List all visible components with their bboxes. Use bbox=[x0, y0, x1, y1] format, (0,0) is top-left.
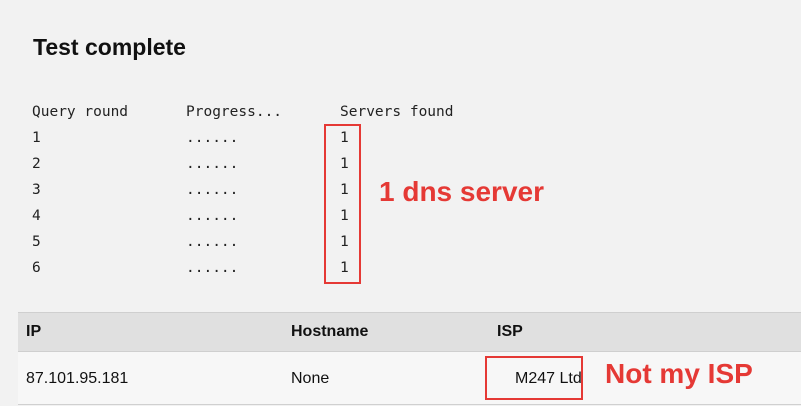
progress-cell: ...... bbox=[186, 208, 239, 224]
query-round-cell: 6 bbox=[32, 260, 41, 276]
progress-cell: ...... bbox=[186, 234, 239, 250]
query-round-cell: 5 bbox=[32, 234, 41, 250]
servers-found-cell: 1 bbox=[340, 234, 349, 250]
servers-found-header: Servers found bbox=[340, 104, 454, 120]
servers-found-cell: 1 bbox=[340, 182, 349, 198]
isp-cell: M247 Ltd bbox=[515, 370, 582, 387]
progress-cell: ...... bbox=[186, 156, 239, 172]
isp-annotation: Not my ISP bbox=[605, 358, 753, 389]
hostname-cell: None bbox=[291, 370, 330, 387]
query-round-cell: 3 bbox=[32, 182, 41, 198]
page-title: Test complete bbox=[33, 34, 186, 60]
servers-found-cell: 1 bbox=[340, 130, 349, 146]
progress-header: Progress... bbox=[186, 104, 283, 120]
servers-found-cell: 1 bbox=[340, 260, 349, 276]
query-round-header: Query round bbox=[32, 104, 129, 120]
ip-cell: 87.101.95.181 bbox=[26, 370, 129, 387]
servers-found-cell: 1 bbox=[340, 208, 349, 224]
progress-cell: ...... bbox=[186, 182, 239, 198]
query-round-cell: 1 bbox=[32, 130, 41, 146]
results-table-header: IP Hostname ISP bbox=[18, 312, 801, 352]
results-table: IP Hostname ISP 87.101.95.181 None M247 … bbox=[18, 312, 801, 405]
table-row: 87.101.95.181 None M247 Ltd bbox=[18, 352, 801, 405]
query-round-cell: 4 bbox=[32, 208, 41, 224]
isp-column-header: ISP bbox=[497, 323, 523, 340]
progress-cell: ...... bbox=[186, 260, 239, 276]
progress-cell: ...... bbox=[186, 130, 239, 146]
isp-highlight-box bbox=[485, 356, 583, 400]
dns-server-annotation: 1 dns server bbox=[379, 176, 544, 207]
ip-column-header: IP bbox=[26, 323, 42, 340]
servers-highlight-box bbox=[324, 124, 361, 284]
query-round-cell: 2 bbox=[32, 156, 41, 172]
hostname-column-header: Hostname bbox=[291, 323, 369, 340]
servers-found-cell: 1 bbox=[340, 156, 349, 172]
